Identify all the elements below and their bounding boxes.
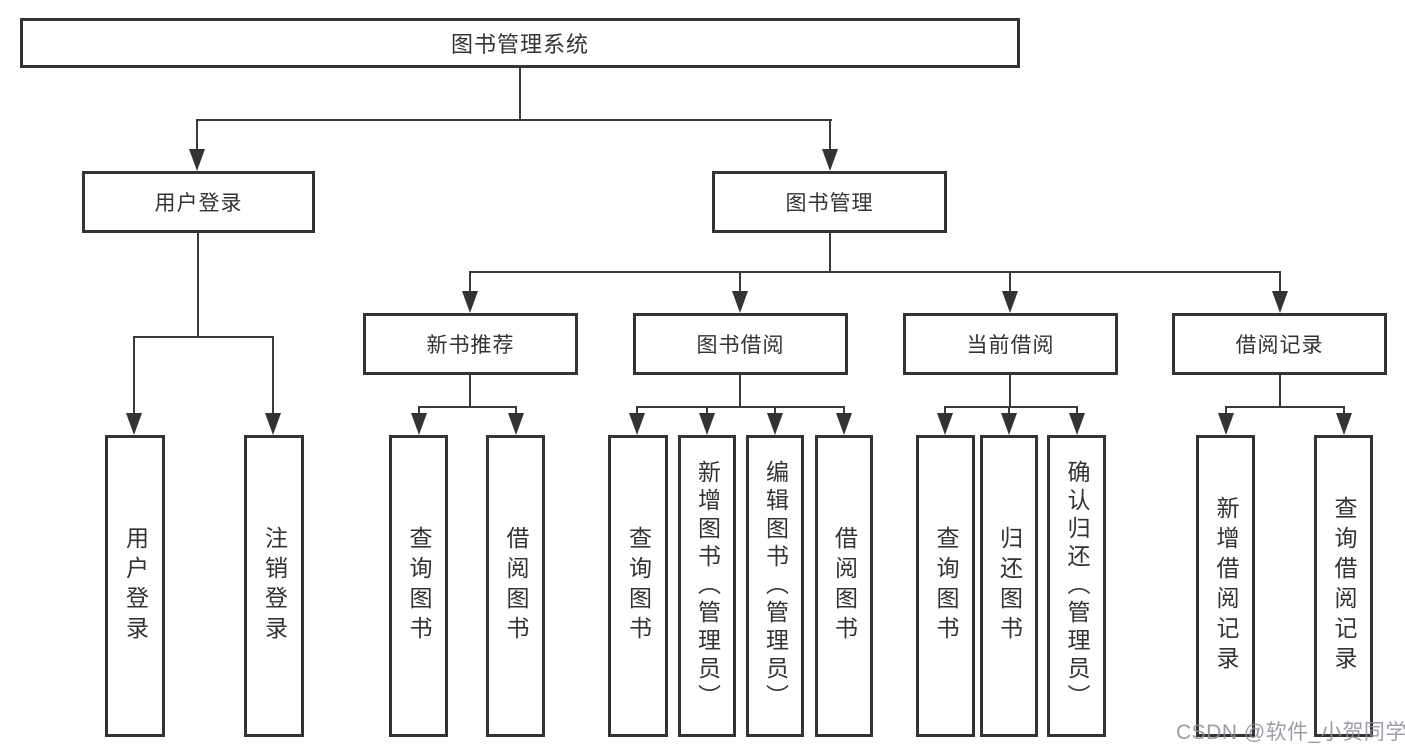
connector-line: [1279, 375, 1281, 407]
leaf-edit-books-admin: 编辑图书（管理员）: [746, 435, 804, 737]
connector-arrow: [699, 413, 715, 435]
node-label: 用户登录: [154, 192, 243, 215]
leaf-return-books: 归还图书: [980, 435, 1038, 737]
connector-line: [774, 406, 776, 415]
connector-line: [469, 271, 471, 293]
csdn-watermark: CSDN @软件_小贺同学: [1176, 721, 1405, 744]
connector-line: [829, 233, 831, 272]
connector-line: [945, 406, 1078, 408]
node-book-management: 图书管理: [712, 171, 947, 233]
connector-arrow: [937, 413, 953, 435]
node-label: 图书管理: [785, 192, 874, 215]
leaf-query-books-recommend: 查询图书: [389, 435, 448, 737]
leaf-label: 借阅图书: [831, 526, 858, 646]
node-label: 当前借阅: [966, 334, 1055, 357]
connector-line: [197, 119, 832, 121]
connector-arrow: [629, 413, 645, 435]
connector-arrow: [1336, 413, 1352, 435]
connector-arrow: [1272, 291, 1288, 313]
connector-arrow: [836, 413, 852, 435]
connector-line: [418, 406, 420, 415]
leaf-label: 注销登录: [261, 526, 288, 646]
node-label: 图书管理系统: [450, 32, 589, 57]
leaf-query-books-borrow: 查询图书: [608, 435, 668, 737]
connector-arrow: [1002, 291, 1018, 313]
connector-arrow: [126, 413, 142, 435]
connector-line: [196, 119, 198, 151]
connector-line: [1008, 406, 1010, 415]
leaf-label: 查询图书: [625, 526, 652, 646]
connector-line: [843, 406, 845, 415]
connector-arrow: [1001, 413, 1017, 435]
connector-line: [1343, 406, 1345, 415]
connector-line: [133, 336, 135, 415]
leaf-query-borrow-record: 查询借阅记录: [1314, 435, 1373, 737]
node-borrowing-records: 借阅记录: [1172, 313, 1387, 375]
connector-line: [1279, 271, 1281, 293]
leaf-label: 用户登录: [122, 526, 149, 646]
connector-arrow: [767, 413, 783, 435]
connector-line: [829, 119, 831, 151]
connector-line: [944, 406, 946, 415]
connector-arrow: [822, 149, 838, 171]
connector-arrow: [265, 413, 281, 435]
connector-line: [1225, 406, 1227, 415]
leaf-label: 归还图书: [996, 526, 1023, 646]
connector-line: [134, 336, 274, 338]
connector-line: [197, 233, 199, 338]
connector-arrow: [508, 413, 524, 435]
node-label: 新书推荐: [426, 334, 515, 357]
connector-line: [519, 68, 521, 120]
leaf-label: 确认归还（管理员）: [1064, 460, 1090, 712]
connector-line: [739, 271, 741, 293]
connector-line: [1009, 375, 1011, 407]
node-label: 借阅记录: [1235, 334, 1324, 357]
leaf-confirm-return-admin: 确认归还（管理员）: [1047, 435, 1106, 737]
leaf-user-login: 用户登录: [105, 435, 165, 737]
connector-line: [1076, 406, 1078, 415]
connector-line: [1226, 406, 1345, 408]
connector-arrow: [1069, 413, 1085, 435]
connector-arrow: [732, 291, 748, 313]
connector-line: [637, 406, 845, 408]
leaf-label: 查询图书: [406, 526, 432, 646]
leaf-label: 查询借阅记录: [1331, 496, 1357, 676]
leaf-label: 借阅图书: [503, 526, 529, 646]
leaf-add-books-admin: 新增图书（管理员）: [678, 435, 736, 737]
connector-line: [419, 406, 517, 408]
leaf-label: 新增图书（管理员）: [694, 460, 721, 712]
connector-arrow: [411, 413, 427, 435]
node-current-borrowing: 当前借阅: [903, 313, 1118, 375]
node-label: 图书借阅: [696, 334, 785, 357]
leaf-add-borrow-record: 新增借阅记录: [1196, 435, 1255, 737]
leaf-label: 查询图书: [933, 526, 959, 646]
connector-line: [1009, 271, 1011, 293]
node-book-borrowing: 图书借阅: [633, 313, 848, 375]
leaf-borrow-books-recommend: 借阅图书: [486, 435, 545, 737]
connector-arrow: [1218, 413, 1234, 435]
node-user-login: 用户登录: [82, 171, 315, 233]
connector-arrow: [462, 291, 478, 313]
leaf-label: 新增借阅记录: [1213, 496, 1239, 676]
connector-line: [739, 375, 741, 407]
connector-line: [515, 406, 517, 415]
connector-line: [470, 271, 1280, 273]
leaf-label: 编辑图书（管理员）: [762, 460, 789, 712]
leaf-logout: 注销登录: [244, 435, 304, 737]
connector-arrow: [189, 149, 205, 171]
leaf-borrow-books: 借阅图书: [815, 435, 873, 737]
connector-line: [706, 406, 708, 415]
connector-line: [636, 406, 638, 415]
connector-line: [272, 336, 274, 415]
leaf-query-books-current: 查询图书: [916, 435, 975, 737]
node-new-book-recommendation: 新书推荐: [363, 313, 578, 375]
node-library-management-system: 图书管理系统: [20, 18, 1020, 68]
connector-line: [469, 375, 471, 407]
